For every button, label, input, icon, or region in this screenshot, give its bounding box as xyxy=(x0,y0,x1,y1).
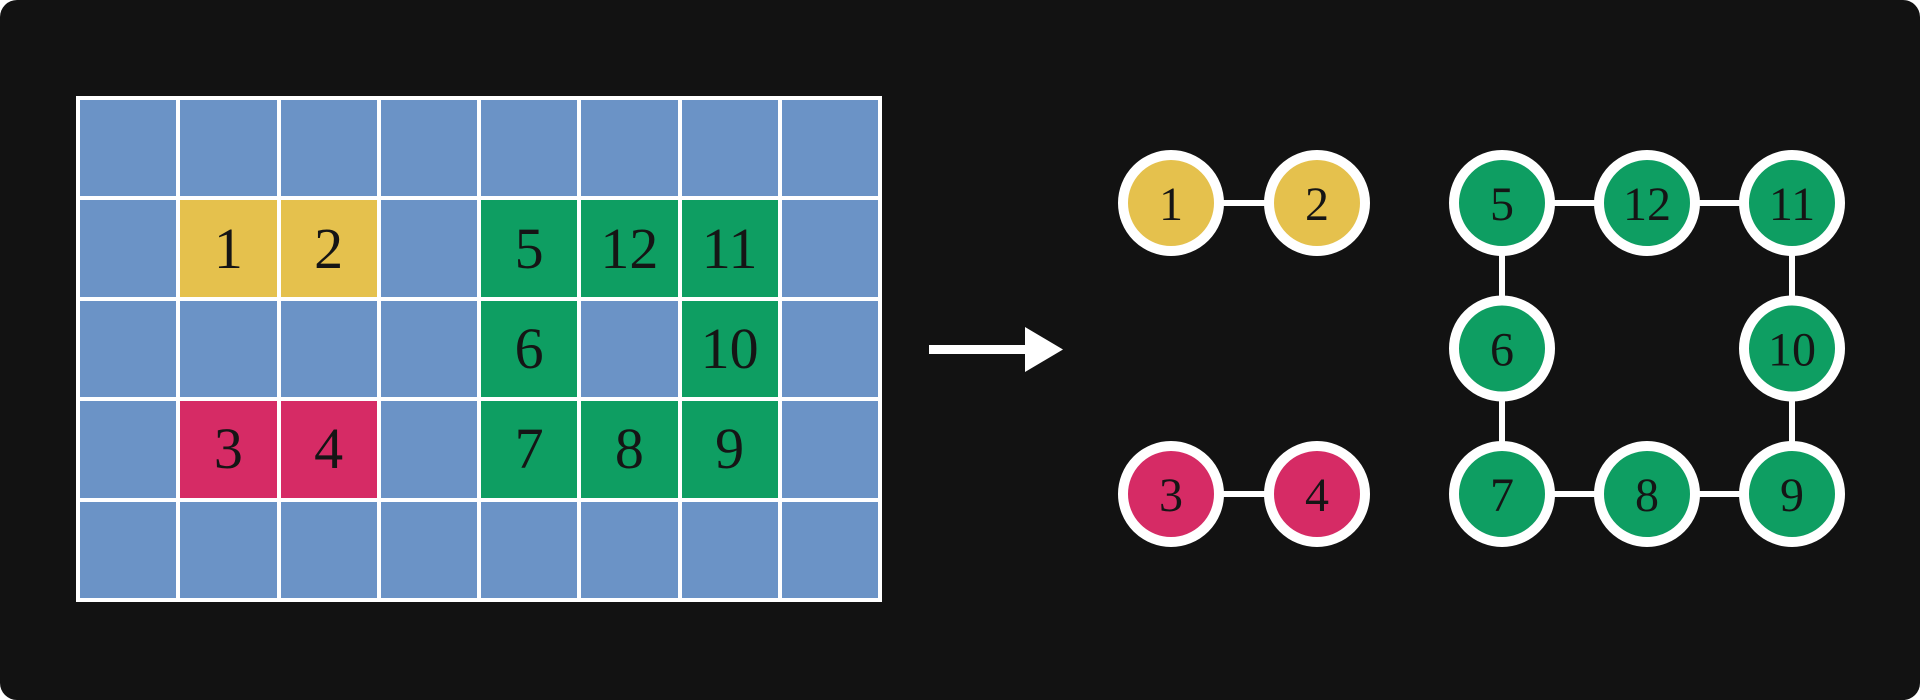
graph-node-label-2: 2 xyxy=(1305,178,1329,231)
graph-node-12 xyxy=(1594,150,1700,256)
grid-cell xyxy=(80,200,177,297)
grid-cell xyxy=(280,501,377,598)
grid-cell xyxy=(380,401,477,498)
graph-node-label-7: 7 xyxy=(1490,469,1514,522)
grid-cell xyxy=(80,300,177,398)
grid-cell xyxy=(280,100,377,197)
grid-cell-1: 1 xyxy=(180,200,277,297)
graph-node-label-1: 1 xyxy=(1159,178,1183,231)
grid-cell-12: 12 xyxy=(581,200,678,297)
graph-node-3 xyxy=(1118,441,1224,547)
graph-node-11 xyxy=(1739,150,1845,256)
grid-cell-4: 4 xyxy=(280,401,377,498)
grid-cell xyxy=(581,300,678,398)
graph-node-label-8: 8 xyxy=(1635,469,1659,522)
graph-node-7 xyxy=(1449,441,1555,547)
grid-cell-10: 10 xyxy=(681,300,778,398)
grid-cell xyxy=(481,501,578,598)
graph-node-10 xyxy=(1739,295,1845,402)
grid-cell xyxy=(180,100,277,197)
grid-cell xyxy=(581,501,678,598)
graph-node-label-12: 12 xyxy=(1623,178,1671,231)
grid-cell xyxy=(180,300,277,398)
graph-node-5 xyxy=(1449,150,1555,256)
graph-node-label-9: 9 xyxy=(1780,469,1804,522)
grid-cell xyxy=(280,300,377,398)
grid-cell-11: 11 xyxy=(681,200,778,297)
grid-cell xyxy=(80,100,177,197)
grid-cell xyxy=(380,100,477,197)
graph-node-label-3: 3 xyxy=(1159,469,1183,522)
graph-node-8 xyxy=(1594,441,1700,547)
right-arrow xyxy=(929,345,1027,354)
grid-cell-6: 6 xyxy=(481,300,578,398)
grid-cell-3: 3 xyxy=(180,401,277,498)
graph-node-2 xyxy=(1264,150,1370,256)
grid-cell-2: 2 xyxy=(280,200,377,297)
grid-cell xyxy=(781,300,878,398)
grid-cell-8: 8 xyxy=(581,401,678,498)
grid-cell xyxy=(380,300,477,398)
graph-node-label-4: 4 xyxy=(1305,469,1329,522)
graph-node-1 xyxy=(1118,150,1224,256)
grid-cell xyxy=(781,401,878,498)
grid-cell xyxy=(380,501,477,598)
graph-node-label-10: 10 xyxy=(1768,323,1816,376)
grid-cell xyxy=(781,100,878,197)
graph-node-4 xyxy=(1264,441,1370,547)
grid-cell-5: 5 xyxy=(481,200,578,297)
grid-cell xyxy=(681,100,778,197)
grid-cell-7: 7 xyxy=(481,401,578,498)
grid-cell xyxy=(481,100,578,197)
graph-node-6 xyxy=(1449,295,1555,402)
grid-cell xyxy=(681,501,778,598)
grid-cell-9: 9 xyxy=(681,401,778,498)
grid-cell xyxy=(80,401,177,498)
grid-cell xyxy=(180,501,277,598)
grid-cell xyxy=(380,200,477,297)
graph-node-label-5: 5 xyxy=(1490,178,1514,231)
grid-cell xyxy=(80,501,177,598)
graph-node-label-11: 11 xyxy=(1769,178,1815,231)
graph-node-9 xyxy=(1739,441,1845,547)
grid-cell xyxy=(581,100,678,197)
right-arrow-head xyxy=(1025,327,1063,372)
grid-cell xyxy=(781,501,878,598)
graph-node-label-6: 6 xyxy=(1490,323,1514,376)
grid-cell xyxy=(781,200,878,297)
